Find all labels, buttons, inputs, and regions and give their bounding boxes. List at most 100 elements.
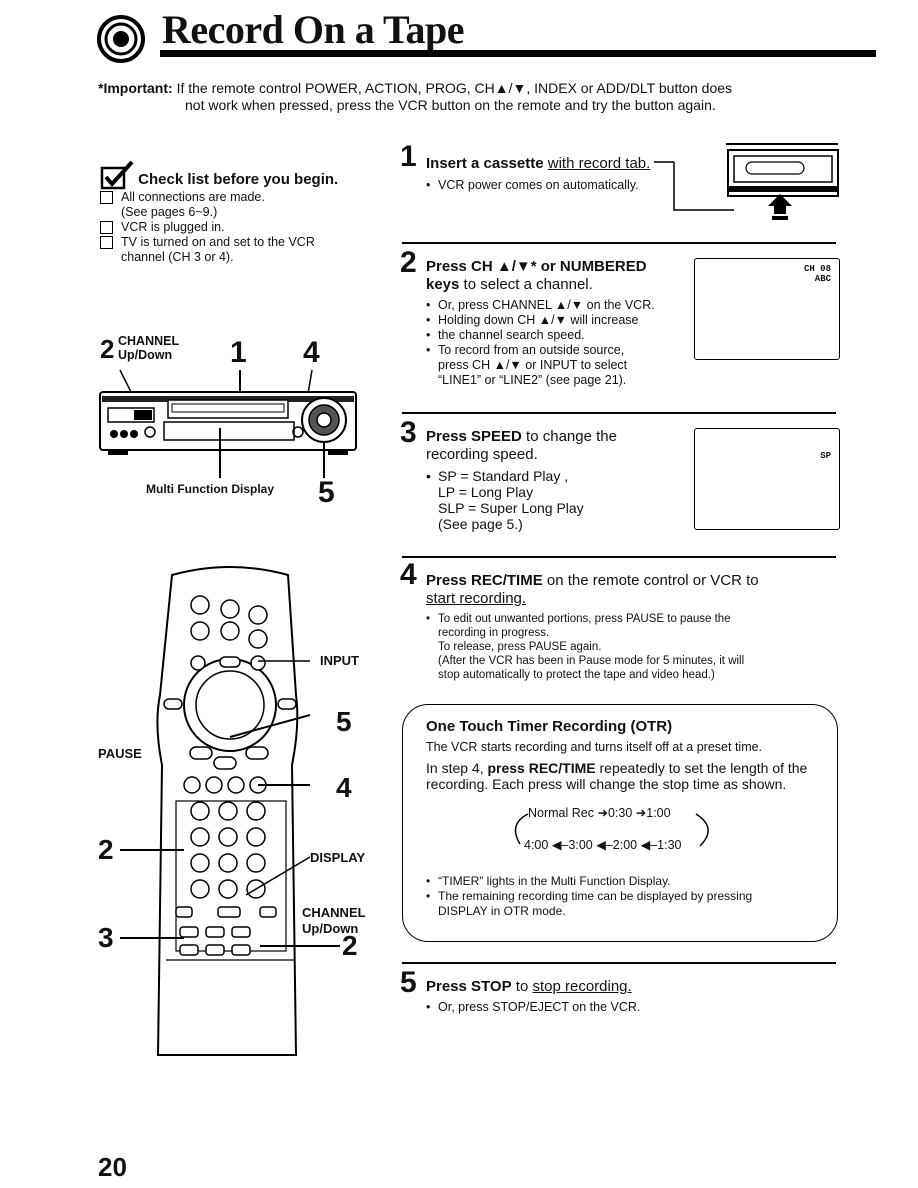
checklist-item-cont: channel (CH 3 or 4). bbox=[100, 250, 360, 265]
step2-bullet-cont: “LINE1” or “LINE2” (see page 21). bbox=[438, 373, 627, 387]
step5-heading-b: to bbox=[511, 978, 533, 995]
step4-bullet-cont: To release, press PAUSE again. bbox=[438, 641, 602, 653]
important-note: *Important: If the remote control POWER,… bbox=[98, 80, 838, 114]
step3-bullets: SP = Standard Play , LP = Long Play SLP … bbox=[426, 468, 666, 532]
otr-step: 2:00 bbox=[612, 838, 638, 852]
page-title: Record On a Tape bbox=[162, 7, 465, 52]
checkbox-icon bbox=[100, 221, 113, 234]
step2-bullet: To record from an outside source, bbox=[426, 343, 691, 358]
otr-bullet: The remaining recording time can be disp… bbox=[426, 889, 826, 904]
step4-bullet: To edit out unwanted portions, press PAU… bbox=[426, 612, 836, 626]
step2-bullet: Or, press CHANNEL ▲/▼ on the VCR. bbox=[426, 298, 691, 313]
step2-heading: Press CH ▲/▼* or NUMBERED keys to select… bbox=[426, 258, 686, 294]
page-number: 20 bbox=[98, 1152, 127, 1182]
otr-instructions: In step 4, press REC/TIME repeatedly to … bbox=[426, 760, 831, 792]
step-number-4: 4 bbox=[400, 558, 417, 591]
vcr-front-illustration bbox=[99, 369, 357, 478]
otr-step: 0:30 bbox=[607, 806, 633, 820]
updown-label: Up/Down bbox=[302, 921, 359, 936]
important-label: *Important: bbox=[98, 80, 173, 96]
multi-function-display-label: Multi Function Display bbox=[146, 482, 274, 496]
callout-5: 5 bbox=[318, 476, 335, 509]
step3-bullet: SP = Standard Play , bbox=[426, 468, 666, 484]
step-number-5: 5 bbox=[400, 966, 417, 999]
important-line1: If the remote control POWER, ACTION, PRO… bbox=[176, 80, 733, 96]
step3-heading-a: Press SPEED bbox=[426, 428, 522, 445]
step5-heading-a: Press STOP bbox=[426, 978, 512, 995]
tv-screen-step3: SP bbox=[694, 428, 840, 530]
otr-step: 1:30 bbox=[657, 838, 682, 852]
step-number-2: 2 bbox=[400, 246, 417, 279]
step5-heading-c: stop recording. bbox=[532, 978, 632, 995]
step3-heading-b: to change the bbox=[521, 428, 617, 445]
checkbox-icon bbox=[100, 191, 113, 204]
channel-updown-label: CHANNEL Up/Down bbox=[118, 334, 179, 362]
updown-label: Up/Down bbox=[118, 348, 173, 362]
leader-line bbox=[120, 937, 184, 939]
otr-title: One Touch Timer Recording (OTR) bbox=[426, 718, 673, 735]
step4-bullet-cont: (After the VCR has been in Pause mode fo… bbox=[438, 655, 745, 667]
step3-heading-c: recording speed. bbox=[426, 446, 538, 463]
otr-line2a: In step 4, bbox=[426, 760, 488, 776]
step1-bullets: VCR power comes on automatically. bbox=[426, 178, 666, 193]
checklist-item: VCR is plugged in. bbox=[100, 220, 360, 235]
step4-bullet-cont: recording in progress. bbox=[438, 627, 550, 639]
remote-pause-label: PAUSE bbox=[98, 746, 142, 761]
step2-bullet: Holding down CH ▲/▼ will increase bbox=[426, 313, 691, 328]
checklist-item-text: (See pages 6~9.) bbox=[121, 205, 218, 219]
screen-channel-num: CH 08 bbox=[803, 264, 831, 274]
screen-channel-name: ABC bbox=[814, 274, 831, 284]
step2-bullet-cont: press CH ▲/▼ or INPUT to select bbox=[438, 358, 628, 372]
step2-top-rule bbox=[402, 242, 836, 244]
step2-bullet-cont: the channel search speed. bbox=[426, 328, 691, 343]
checklist-item-text: channel (CH 3 or 4). bbox=[121, 250, 234, 264]
step2-bullet-text: the channel search speed. bbox=[438, 328, 585, 342]
step2-bullets: Or, press CHANNEL ▲/▼ on the VCR. Holdin… bbox=[426, 298, 691, 388]
step4-heading-b: on the remote control or VCR to bbox=[542, 572, 759, 589]
checklist-item-note: (See pages 6~9.) bbox=[100, 205, 360, 220]
remote-callout-4: 4 bbox=[336, 772, 352, 803]
step1-top-rule bbox=[726, 143, 838, 145]
otr-step: 4:00 bbox=[524, 838, 549, 852]
screen-speed: SP bbox=[820, 451, 831, 461]
otr-line2b: press REC/TIME bbox=[487, 760, 596, 776]
otr-line1: The VCR starts recording and turns itsel… bbox=[426, 740, 763, 754]
otr-line2c: repeatedly to set the length of the bbox=[595, 760, 808, 776]
otr-cycle-arrows bbox=[514, 813, 709, 847]
channel-label: CHANNEL bbox=[302, 905, 366, 920]
step4-bullet-cont: stop automatically to protect the tape a… bbox=[438, 669, 715, 681]
checklist-title: Check list before you begin. bbox=[138, 171, 339, 188]
step5-bullets: Or, press STOP/EJECT on the VCR. bbox=[426, 1000, 726, 1015]
step3-bullet-cont: (See page 5.) bbox=[438, 516, 523, 532]
step1-heading-b: with record tab. bbox=[547, 155, 651, 172]
checkmark-icon bbox=[100, 160, 134, 190]
step5-bullet: Or, press STOP/EJECT on the VCR. bbox=[426, 1000, 726, 1015]
step4-top-rule bbox=[402, 556, 836, 558]
important-line2: not work when pressed, press the VCR but… bbox=[185, 97, 716, 113]
tv-screen-step2: CH 08 ABC bbox=[694, 258, 840, 360]
otr-step: Normal Rec bbox=[528, 806, 594, 820]
otr-step: 3:00 bbox=[568, 838, 593, 852]
checklist-item: TV is turned on and set to the VCR bbox=[100, 235, 360, 250]
callout-2: 2 bbox=[100, 334, 115, 364]
checklist-item-text: VCR is plugged in. bbox=[121, 220, 225, 234]
step4-heading: Press REC/TIME on the remote control or … bbox=[426, 572, 846, 608]
step4-heading-a: Press REC/TIME bbox=[426, 572, 543, 589]
otr-bullet: “TIMER” lights in the Multi Function Dis… bbox=[426, 874, 826, 889]
checklist-item-text: TV is turned on and set to the VCR bbox=[121, 235, 315, 249]
step2-heading-b: keys bbox=[426, 276, 460, 293]
otr-panel bbox=[402, 704, 838, 942]
remote-callout-5: 5 bbox=[336, 706, 352, 737]
remote-input-label: INPUT bbox=[320, 653, 359, 668]
step4-bullets: To edit out unwanted portions, press PAU… bbox=[426, 612, 836, 682]
cassette-insert-illustration bbox=[654, 149, 839, 220]
step2-heading-a: Press CH ▲/▼* or NUMBERED bbox=[426, 258, 647, 275]
step5-heading: Press STOP to stop recording. bbox=[426, 978, 632, 995]
checklist-heading: Check list before you begin. bbox=[100, 160, 338, 190]
callout-4: 4 bbox=[303, 336, 320, 369]
otr-cycle-bottom: 4:00 ◀–3:00 ◀–2:00 ◀–1:30 bbox=[524, 838, 682, 852]
checklist: All connections are made. (See pages 6~9… bbox=[100, 190, 360, 265]
step-number-3: 3 bbox=[400, 416, 417, 449]
step2-heading-c: to select a channel. bbox=[459, 276, 593, 293]
step1-heading-a: Insert a cassette bbox=[426, 155, 548, 172]
